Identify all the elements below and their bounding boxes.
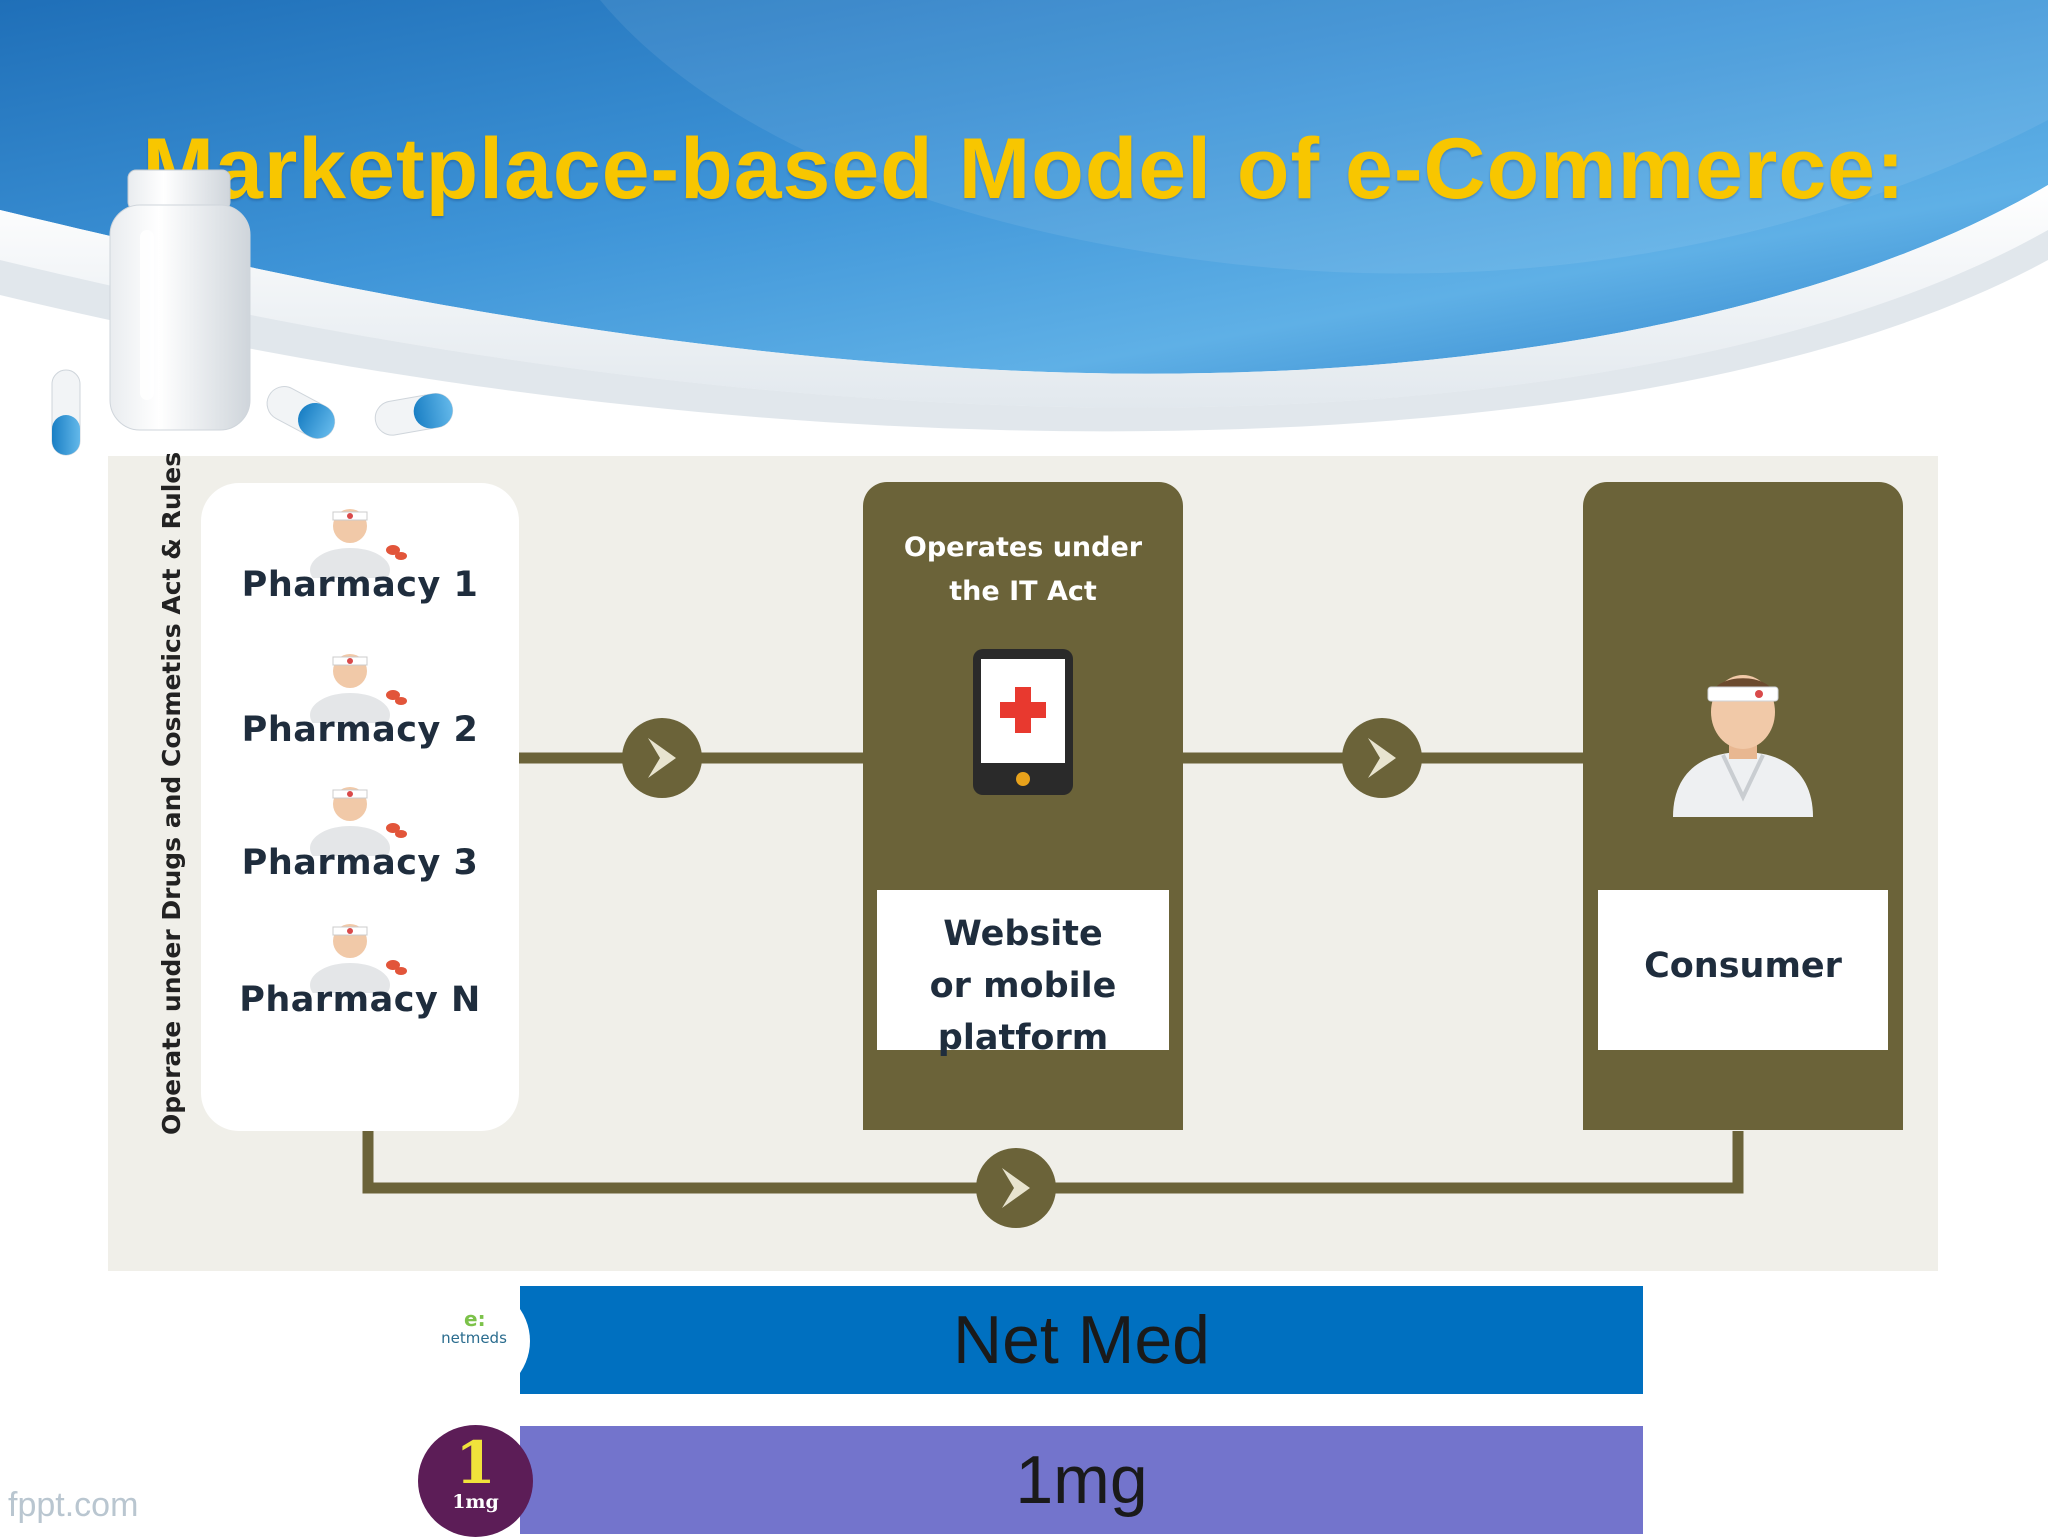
- pharmacy-label: Pharmacy N: [239, 980, 481, 1020]
- onemg-logo-text: 1mg: [452, 1491, 499, 1513]
- consumer-box: Consumer: [1583, 482, 1903, 1130]
- platform-label-box: Website or mobile platform: [877, 890, 1169, 1058]
- pharmacist-icon: [310, 654, 407, 723]
- pill-bottle-icon: [51, 169, 454, 456]
- footer-brand: fppt.com: [8, 1486, 139, 1524]
- netmeds-logo-mark: e:: [464, 1307, 486, 1331]
- it-act-note: Operates under the IT Act: [903, 532, 1143, 607]
- pharmacist-icon: [310, 787, 407, 856]
- pharmacist-icon: [310, 924, 407, 993]
- company-name: Net Med: [953, 1302, 1210, 1378]
- slide-title: Marketplace-based Model of e-Commerce:: [142, 120, 1906, 217]
- platform-label: Website or mobile platform: [929, 914, 1117, 1058]
- pharmacy-label: Pharmacy 3: [241, 843, 479, 883]
- regulation-side-label: Operate under Drugs and Cosmetics Act & …: [157, 451, 186, 1135]
- company-bar-netmed: Net Med: [520, 1286, 1643, 1394]
- pharmacist-icon: [310, 509, 407, 578]
- pharmacy-panel: Pharmacy 1 Pharmacy 2 Pharmacy 3: [201, 483, 519, 1131]
- company-name: 1mg: [1015, 1442, 1148, 1518]
- pharmacy-label: Pharmacy 2: [241, 710, 479, 750]
- netmeds-logo-text: netmeds: [441, 1329, 507, 1347]
- mobile-phone-icon: [973, 649, 1073, 795]
- platform-box: Operates under the IT Act Website or mob…: [863, 482, 1183, 1130]
- header-wave-background: [0, 0, 2048, 432]
- consumer-label: Consumer: [1644, 946, 1842, 986]
- onemg-logo: 1 1mg: [418, 1425, 533, 1537]
- pharmacy-label: Pharmacy 1: [241, 565, 479, 605]
- consumer-label-box: Consumer: [1598, 890, 1888, 1050]
- onemg-logo-number: 1: [455, 1429, 496, 1497]
- company-bar-1mg: 1mg: [520, 1426, 1643, 1534]
- netmeds-logo: e: netmeds: [418, 1285, 530, 1397]
- consumer-person-icon: [1673, 675, 1813, 817]
